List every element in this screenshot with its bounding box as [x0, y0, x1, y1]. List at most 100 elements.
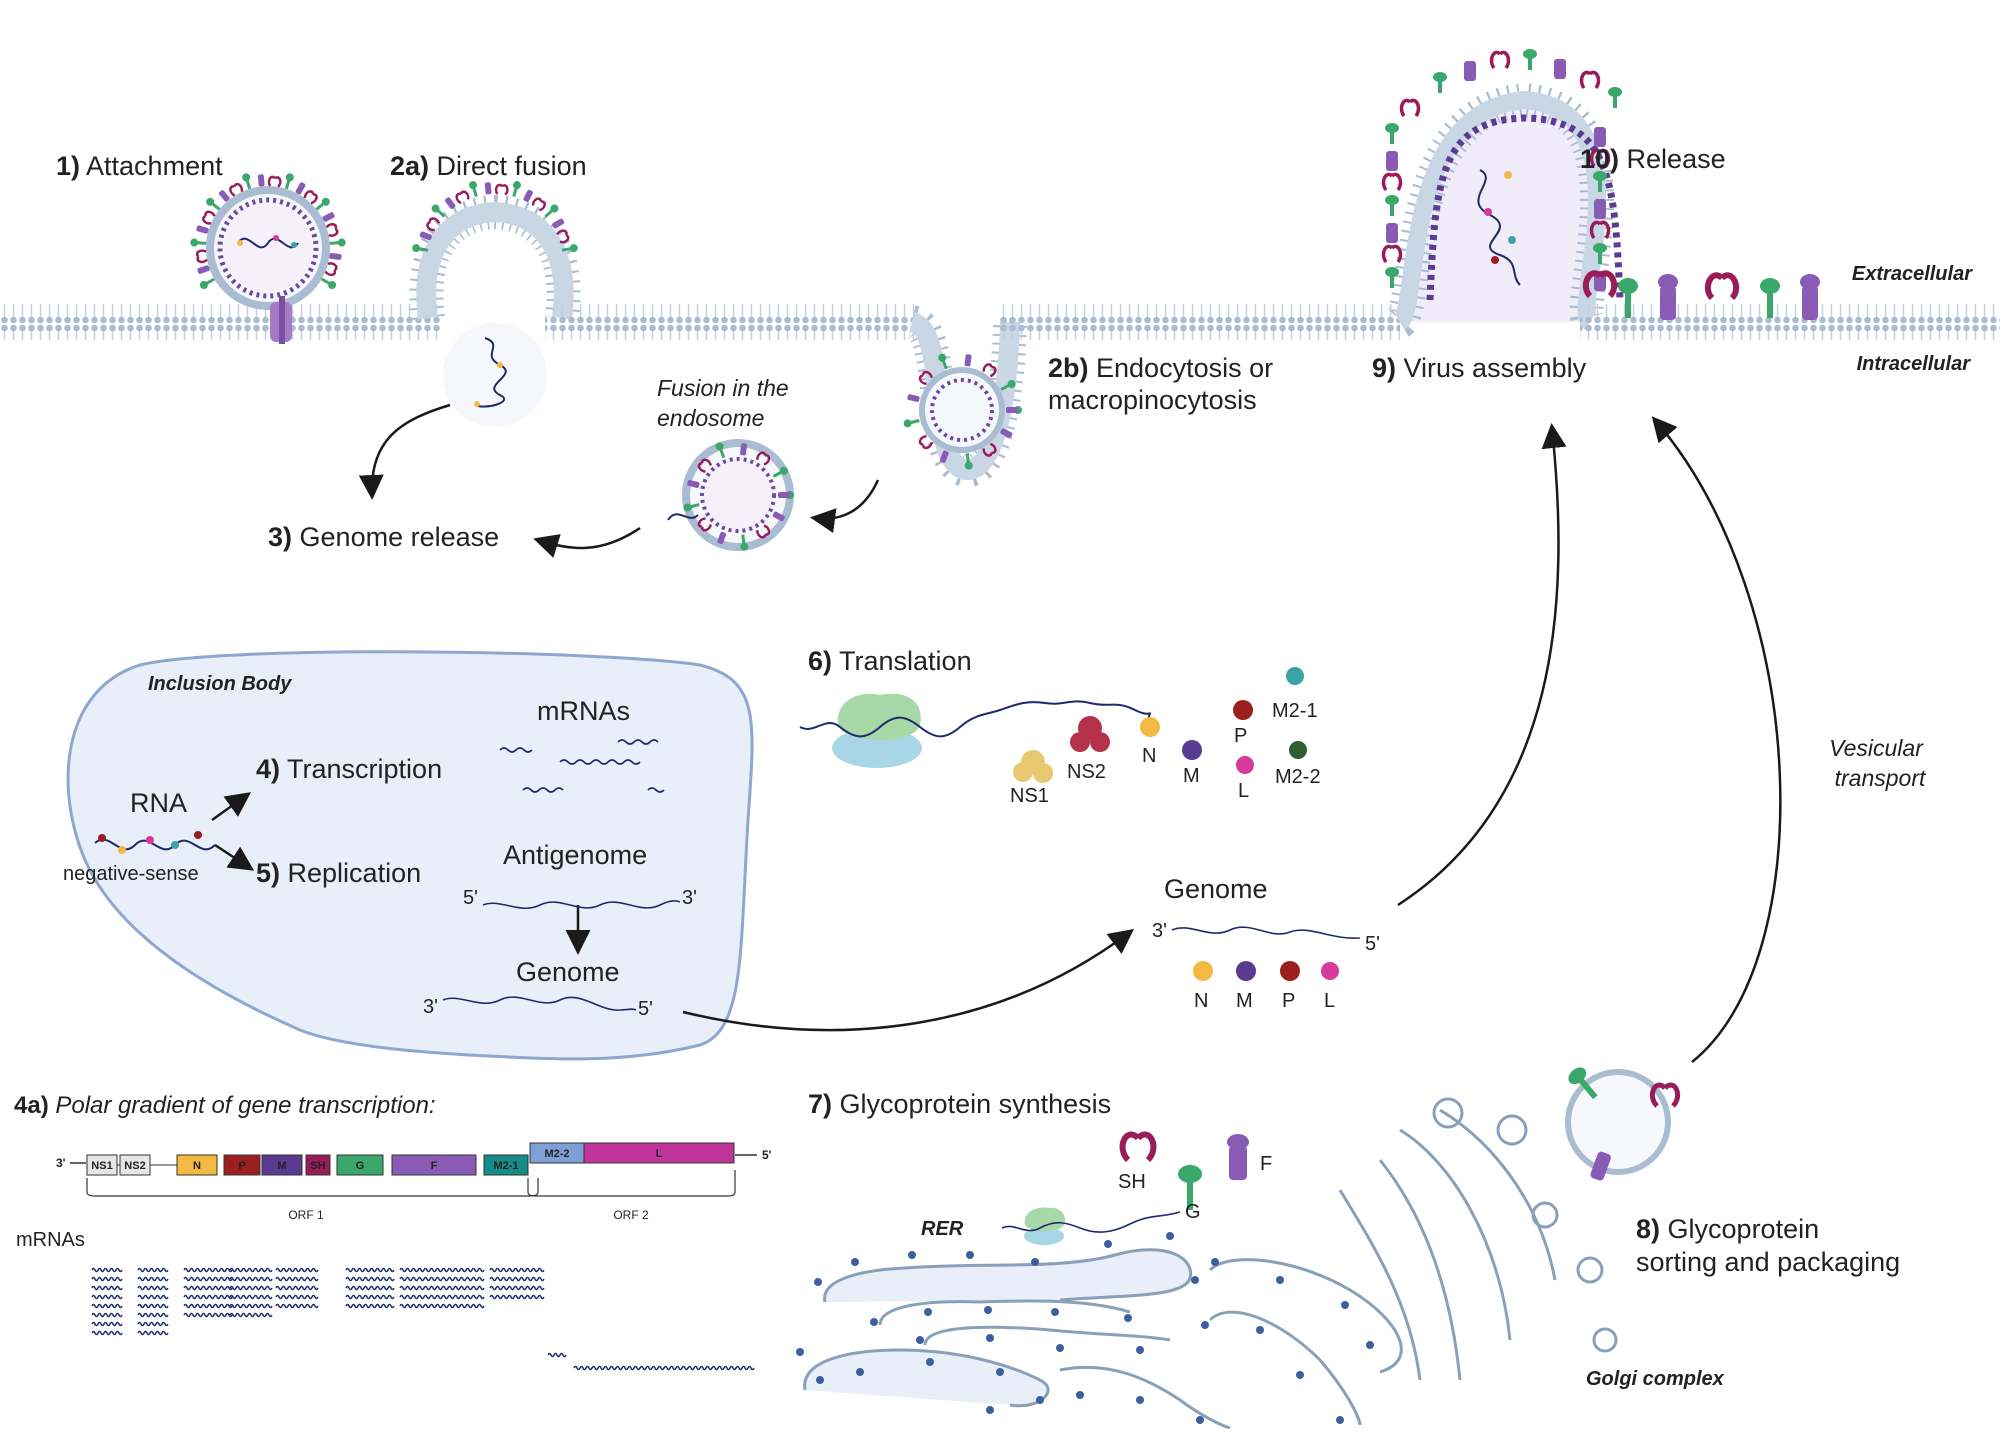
- protein-M2-2: [1289, 741, 1307, 759]
- mrna-squiggle: [137, 1294, 169, 1300]
- mrna-squiggle: [137, 1321, 169, 1327]
- glycoprotein-f-icon: [1800, 274, 1820, 320]
- mrna-squiggle: [489, 1285, 545, 1291]
- spike-f-icon: [1464, 61, 1476, 81]
- step-3-label: 3) Genome release: [268, 522, 499, 552]
- mrna-squiggle: [547, 1352, 567, 1358]
- spike-f-icon: [717, 531, 727, 545]
- fusing-endosome: [667, 439, 794, 551]
- spike-f-icon: [687, 480, 700, 488]
- step-8-label-line2: sorting and packaging: [1636, 1247, 1900, 1277]
- ribosome-dot: [1256, 1326, 1264, 1334]
- ribosome-dot: [916, 1336, 924, 1344]
- spike-g-icon: [468, 181, 478, 198]
- spike-sh-icon: [325, 223, 339, 237]
- negative-sense-label: negative-sense: [63, 863, 199, 885]
- mrna-squiggle: [229, 1267, 273, 1273]
- ribosome-dot: [1166, 1232, 1174, 1240]
- cyto-genome-5prime: 5': [1365, 933, 1380, 955]
- ns2-protein: [1070, 716, 1110, 752]
- spike-sh-icon: [494, 183, 509, 196]
- spike-sh-icon: [1589, 220, 1611, 240]
- plasma-membrane: [0, 82, 2000, 487]
- gene-label-g: G: [356, 1160, 365, 1172]
- spike-sh-icon: [1589, 148, 1611, 168]
- antigenome-5prime: 5': [463, 887, 478, 909]
- mrna-squiggle: [345, 1294, 395, 1300]
- mrna-squiggle: [137, 1330, 169, 1336]
- mrna-squiggle: [275, 1303, 319, 1309]
- rer-label: RER: [921, 1218, 964, 1240]
- fusion-endosome-label-line2: endosome: [657, 405, 764, 431]
- spike-g-icon: [1523, 49, 1537, 70]
- spike-g-icon: [1385, 123, 1399, 144]
- step-6-label: 6) Translation: [808, 646, 972, 676]
- mrna-squiggle: [137, 1303, 169, 1309]
- spike-g-icon: [561, 244, 578, 253]
- spike-f-icon: [939, 450, 949, 463]
- protein-M2-1: [1286, 667, 1304, 685]
- spike-g-icon: [903, 419, 920, 428]
- ribosome-dot: [1211, 1258, 1219, 1266]
- spike-sh-icon: [756, 524, 771, 539]
- orf2-bracket: [527, 1170, 736, 1197]
- mrna-squiggles: [499, 739, 665, 793]
- gene-label-ns1: NS1: [91, 1160, 112, 1172]
- mrna-squiggle: [91, 1312, 123, 1318]
- mrna-squiggle: [229, 1285, 273, 1291]
- spike-f-icon: [484, 182, 492, 195]
- spike-f-icon: [1554, 59, 1566, 79]
- spike-g-icon: [412, 244, 429, 253]
- released-rna-2a: [443, 323, 547, 427]
- orf1-label: ORF 1: [288, 1208, 324, 1222]
- f-glyco-label: F: [1260, 1153, 1272, 1175]
- spike-sh-icon: [982, 363, 997, 378]
- mrna-squiggle: [91, 1294, 123, 1300]
- ribosome-dot: [1191, 1276, 1199, 1284]
- endosome-spikes: [903, 353, 1022, 470]
- spike-g-icon: [329, 238, 346, 247]
- antigenome-3prime: 3': [682, 887, 697, 909]
- mrna-squiggle: [275, 1267, 319, 1273]
- arrow-endosome-to-3: [533, 526, 641, 558]
- mrna-squiggle: [91, 1321, 123, 1327]
- step-4a-label: 4a) Polar gradient of gene transcription…: [14, 1092, 436, 1119]
- receptor-icon: [270, 296, 292, 344]
- ribosome-dot: [814, 1278, 822, 1286]
- protein-N: [1140, 717, 1160, 737]
- gene-m2-1: [483, 1154, 529, 1176]
- budding-virion: [1426, 114, 1624, 301]
- spike-f-icon: [1006, 407, 1018, 413]
- ribosome-dot: [1296, 1371, 1304, 1379]
- mrna-squiggle: [229, 1303, 273, 1309]
- spike-g-icon: [1385, 267, 1399, 288]
- spike-g-icon: [964, 453, 973, 470]
- spike-sh-icon: [1489, 50, 1511, 70]
- glycoprotein-sh-icon: [1704, 272, 1740, 301]
- ns1-label: NS1: [1010, 785, 1049, 807]
- sh-glyco-label: SH: [1118, 1171, 1146, 1193]
- ribosome-dot: [1336, 1416, 1344, 1424]
- mrna-squiggle: [345, 1267, 395, 1273]
- ribosome-dot: [986, 1334, 994, 1342]
- spike-f-icon: [523, 189, 533, 202]
- inclusion-body: [66, 650, 754, 1061]
- step-5-label: 5) Replication: [256, 858, 421, 888]
- arrow-vesicle-to-assembly: [1651, 416, 1782, 1063]
- genome-5prime: 5': [638, 998, 653, 1020]
- gene-g: [336, 1154, 384, 1176]
- glycoprotein-sh-icon: [1582, 270, 1618, 299]
- glycoprotein-sh-icon: [1119, 1131, 1157, 1163]
- spike-f-icon: [1594, 199, 1606, 219]
- glycoprotein-g-icon: [1618, 278, 1638, 318]
- rer-ribosomes: [796, 1232, 1374, 1424]
- spike-f-icon: [740, 443, 747, 456]
- surface-glycoproteins: [1582, 270, 1820, 320]
- mrna-squiggle: [489, 1267, 545, 1273]
- step-1-label: 1) Attachment: [56, 151, 223, 181]
- ribosome-icon: [832, 693, 922, 768]
- mrna-squiggle: [183, 1276, 233, 1282]
- mrna-squiggle: [399, 1276, 485, 1282]
- gene-label-sh: SH: [310, 1160, 325, 1172]
